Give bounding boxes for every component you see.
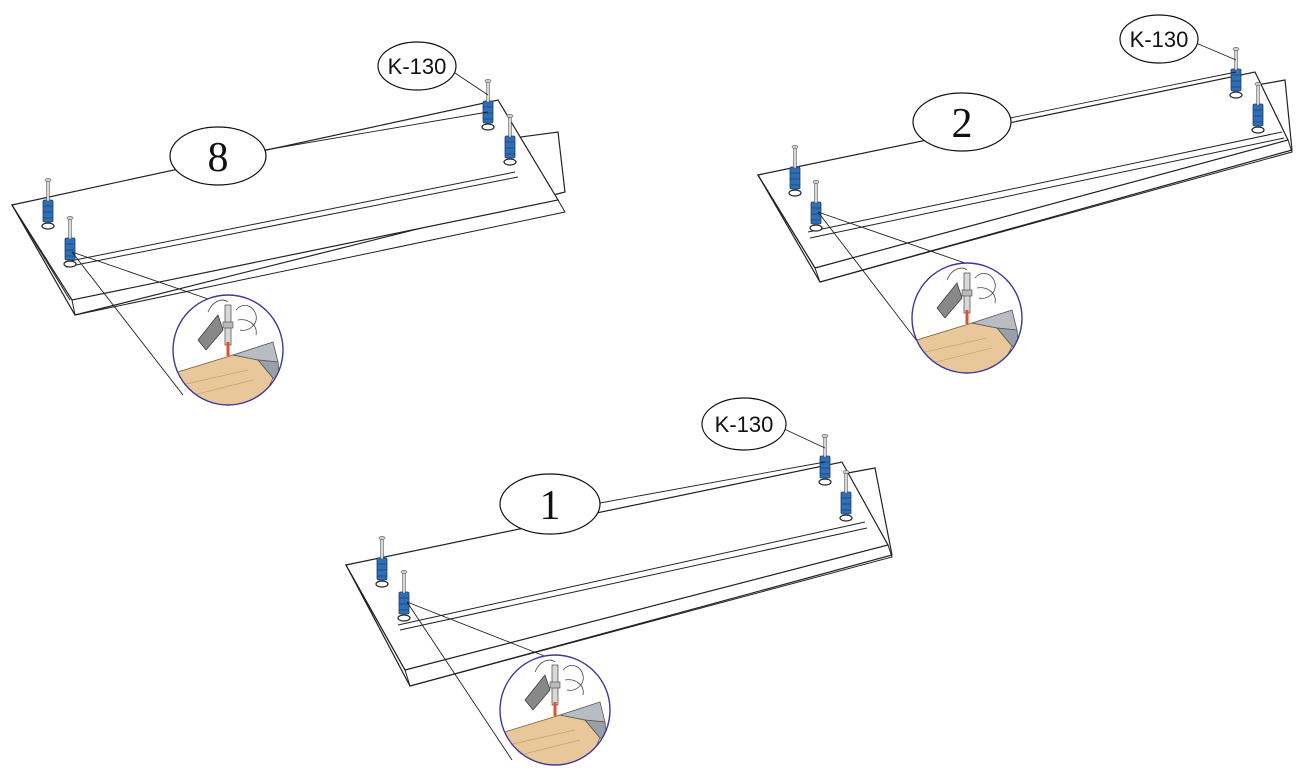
- part-number: 1: [540, 483, 561, 529]
- panel-8: 8 K-130: [11, 41, 566, 410]
- part-number-badge: [169, 126, 267, 186]
- dowel-icon: [375, 535, 389, 588]
- dowel-icon: [788, 144, 802, 197]
- fitting-code: K-130: [1130, 27, 1189, 52]
- dowel-icon: [41, 177, 55, 230]
- dowel-icon: [818, 433, 832, 486]
- fitting-code: K-130: [715, 412, 774, 437]
- part-number-badge: [499, 473, 601, 535]
- fitting-code-badge: [1119, 14, 1199, 64]
- part-number: 2: [952, 101, 973, 147]
- part-number: 8: [208, 135, 229, 181]
- panel-8-top-face: [11, 99, 559, 301]
- fitting-code-badge: [701, 397, 787, 451]
- detail-magnifier-icon: [495, 655, 610, 770]
- fitting-code-badge: [377, 41, 457, 91]
- fitting-code: K-130: [388, 54, 447, 79]
- dowel-icon: [481, 78, 495, 131]
- detail-magnifier-icon: [907, 263, 1022, 378]
- part-number-badge: [912, 92, 1012, 152]
- panel-1-top-face: [345, 461, 889, 671]
- detail-magnifier-icon: [168, 295, 283, 410]
- panel-2: 2 K-130: [757, 14, 1293, 378]
- panel-1: 1 K-130: [345, 397, 893, 770]
